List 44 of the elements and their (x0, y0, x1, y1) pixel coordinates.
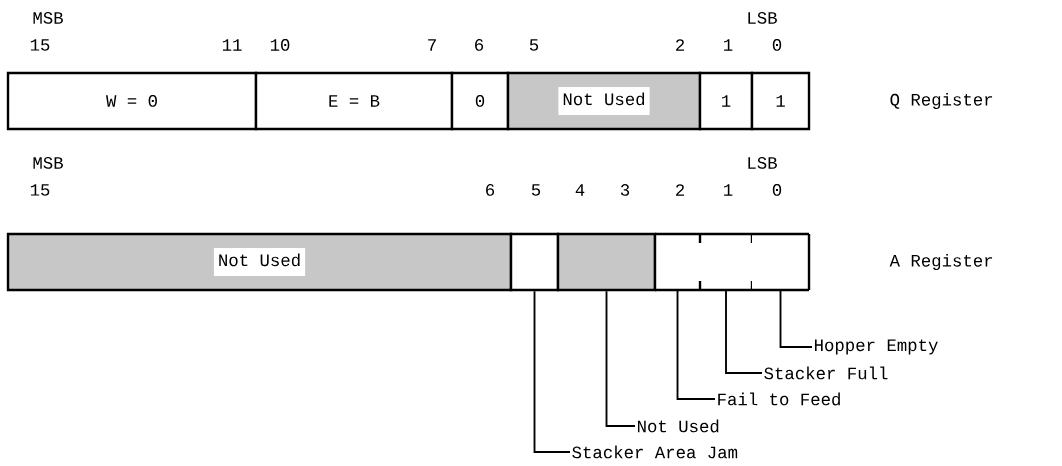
bit-description: Fail to Feed (718, 392, 840, 406)
bit-description: Hopper Empty (815, 339, 938, 355)
register-name: Q Register (890, 92, 993, 110)
bit-number: 11 (222, 39, 242, 51)
bit-number: 2 (676, 39, 684, 51)
leader-line (533, 290, 571, 453)
bit-number: 5 (531, 184, 541, 196)
bit-number: 1 (724, 184, 733, 196)
register-field: 0 (450, 71, 510, 131)
bit-number: 1 (724, 39, 733, 51)
bit-number: 7 (428, 39, 436, 51)
bit-order-label: LSB (748, 157, 777, 169)
bit-number: 3 (620, 184, 630, 196)
unused-field: Not Used (6, 232, 513, 292)
bit-number: 2 (676, 184, 684, 196)
leader-line (676, 289, 716, 400)
register-name: A Register (889, 253, 993, 271)
bit-description: Stacker Area Jam (572, 445, 738, 459)
unused-field: Not Used (506, 71, 702, 131)
bit-number: 15 (30, 39, 50, 51)
bit-number: 6 (486, 184, 495, 196)
bit-number: 6 (475, 39, 484, 51)
bit-number: 0 (772, 39, 782, 51)
bit-number: 4 (575, 184, 585, 196)
leader-line (725, 289, 763, 374)
register-field: W = 0 (6, 71, 258, 131)
bit-number: 5 (529, 39, 539, 51)
bit-description: Stacker Full (764, 366, 888, 380)
bit-description: Not Used (638, 419, 719, 433)
leader-line (605, 290, 636, 427)
bit-cell (698, 232, 754, 292)
bit-cell (556, 232, 657, 292)
bit-number: 0 (772, 184, 782, 196)
leader-line (779, 289, 813, 348)
bit-cell (653, 232, 702, 292)
bit-number: 10 (270, 39, 290, 51)
register-field: 1 (750, 71, 811, 131)
bit-order-label: MSB (33, 12, 63, 24)
bit-number: 15 (30, 184, 50, 196)
bit-order-label: MSB (33, 157, 63, 169)
bit-cell (509, 232, 560, 292)
bit-cell (750, 232, 811, 292)
bit-order-label: LSB (748, 12, 777, 24)
register-field: 1 (698, 71, 754, 131)
